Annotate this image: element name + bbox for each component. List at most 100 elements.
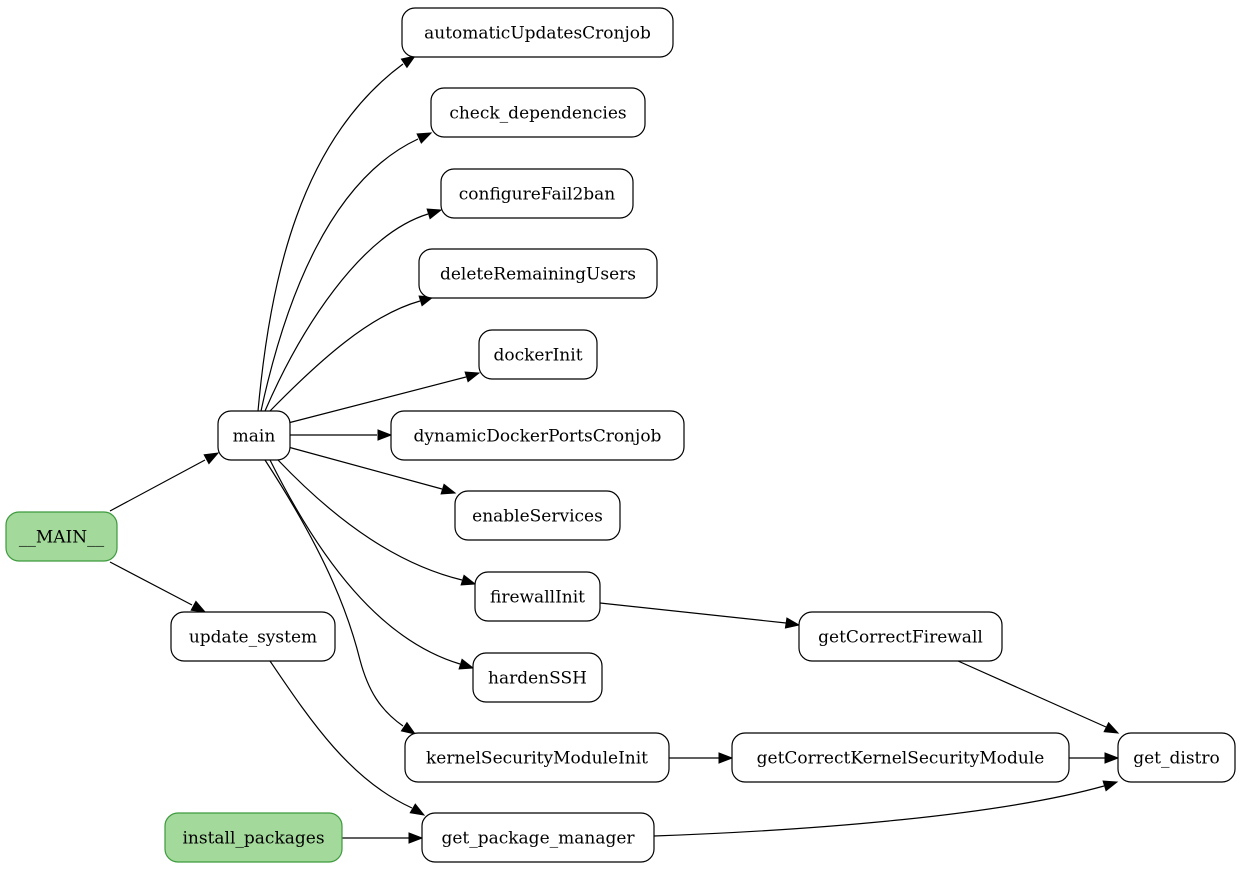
edge-main-to-firewall-init [277, 459, 477, 586]
edge-install-packages-to-get-package-manager [342, 832, 424, 844]
edge-main-to-check-dependencies [260, 132, 433, 412]
edge-line [957, 660, 1107, 728]
edge-line [269, 660, 413, 809]
node-get-correct-firewall[interactable]: getCorrectFirewall [798, 611, 1003, 662]
edge-line [264, 459, 404, 727]
node-label: kernelSecurityModuleInit [426, 749, 648, 769]
arrowhead-icon [784, 617, 801, 629]
edge-firewall-init-to-get-correct-firewall [599, 602, 801, 629]
node-box [472, 652, 603, 703]
node-firewall-init[interactable]: firewallInit [474, 571, 601, 622]
node-get-package-manager[interactable]: get_package_manager [421, 812, 655, 863]
node-label: __MAIN__ [19, 528, 105, 548]
node-main[interactable]: main [217, 410, 291, 461]
arrowhead-icon [1103, 721, 1120, 734]
node-box [418, 248, 658, 299]
node-label: get_distro [1133, 749, 1220, 769]
node-update-system[interactable]: update_system [170, 611, 336, 662]
node-box [404, 732, 670, 783]
node-main[interactable]: __MAIN__ [5, 511, 118, 562]
edge-get-package-manager-to-get-distro [653, 780, 1119, 837]
node-box [401, 7, 674, 58]
node-get-correct-kernel-security-module[interactable]: getCorrectKernelSecurityModule [731, 732, 1070, 783]
node-configure-fail2ban[interactable]: configureFail2ban [440, 168, 634, 219]
edge-line [109, 459, 206, 512]
edge-main-to-dynamic-docker-ports-cronjob [290, 429, 393, 441]
node-label: hardenSSH [488, 669, 587, 689]
edge-line [260, 138, 419, 412]
node-docker-init[interactable]: dockerInit [478, 329, 598, 380]
arrowhead-icon [190, 600, 207, 613]
node-delete-remaining-users[interactable]: deleteRemainingUsers [418, 248, 658, 299]
node-box [430, 87, 646, 138]
node-label: enableServices [472, 507, 603, 527]
edge-line [269, 459, 461, 665]
node-enable-services[interactable]: enableServices [454, 490, 621, 541]
node-label: update_system [189, 628, 317, 648]
arrowhead-icon [416, 132, 433, 144]
node-box [474, 571, 601, 622]
arrowhead-icon [409, 803, 426, 816]
edge-kernel-security-module-init-to-get-correct-kernel-security-module [669, 752, 734, 764]
arrowhead-icon [1102, 780, 1119, 792]
node-label: configureFail2ban [459, 185, 616, 205]
arrowhead-icon [440, 483, 457, 495]
node-kernel-security-module-init[interactable]: kernelSecurityModuleInit [404, 732, 670, 783]
node-install-packages[interactable]: install_packages [164, 812, 343, 863]
arrowhead-icon [426, 208, 443, 220]
edge-line [277, 459, 463, 581]
edge-update-system-to-get-package-manager [269, 660, 426, 816]
arrowhead-icon [718, 752, 734, 764]
arrowhead-icon [1104, 752, 1120, 764]
node-label: automaticUpdatesCronjob [424, 24, 651, 44]
node-label: dockerInit [493, 346, 582, 366]
node-label: dynamicDockerPortsCronjob [414, 427, 662, 447]
arrowhead-icon [400, 55, 417, 69]
node-check-dependencies[interactable]: check_dependencies [430, 87, 646, 138]
arrowhead-icon [377, 429, 393, 441]
node-label: check_dependencies [449, 104, 626, 124]
edge-main-to-kernel-security-module-init [264, 459, 417, 735]
node-box [478, 329, 598, 380]
node-dynamic-docker-ports-cronjob[interactable]: dynamicDockerPortsCronjob [390, 410, 685, 461]
arrowhead-icon [464, 371, 481, 383]
arrowhead-icon [458, 658, 475, 670]
node-get-distro[interactable]: get_distro [1117, 732, 1236, 783]
node-box [170, 611, 336, 662]
edge-main-to-docker-init [287, 371, 481, 424]
arrowhead-icon [400, 721, 417, 735]
edge-main-to-harden-ssh [269, 459, 475, 670]
node-label: install_packages [182, 829, 324, 849]
edge-main-to-update-system [109, 561, 207, 613]
node-layer: automaticUpdatesCronjob check_dependencie… [5, 7, 1236, 863]
edge-get-correct-kernel-security-module-to-get-distro [1069, 752, 1120, 764]
node-label: getCorrectFirewall [818, 628, 983, 648]
edge-line [269, 300, 421, 412]
node-box [798, 611, 1003, 662]
node-box [217, 410, 291, 461]
arrowhead-icon [408, 832, 424, 844]
node-box [5, 511, 118, 562]
edge-layer [109, 55, 1120, 844]
edge-main-to-main [109, 452, 220, 512]
node-box [164, 812, 343, 863]
edge-main-to-delete-remaining-users [269, 295, 435, 412]
node-label: deleteRemainingUsers [440, 265, 636, 285]
edge-line [264, 213, 429, 412]
node-box [731, 732, 1070, 783]
node-automatic-updates-cronjob[interactable]: automaticUpdatesCronjob [401, 7, 674, 58]
edge-line [287, 376, 467, 424]
node-label: get_package_manager [441, 829, 635, 849]
node-box [421, 812, 655, 863]
node-box [440, 168, 634, 219]
node-box [1117, 732, 1236, 783]
edge-line [109, 561, 193, 606]
node-label: main [233, 427, 276, 447]
node-box [390, 410, 685, 461]
edge-main-to-automatic-updates-cronjob [257, 55, 417, 412]
edge-get-correct-firewall-to-get-distro [957, 660, 1120, 734]
edge-line [257, 63, 404, 412]
node-harden-ssh[interactable]: hardenSSH [472, 652, 603, 703]
edge-line [653, 785, 1105, 837]
